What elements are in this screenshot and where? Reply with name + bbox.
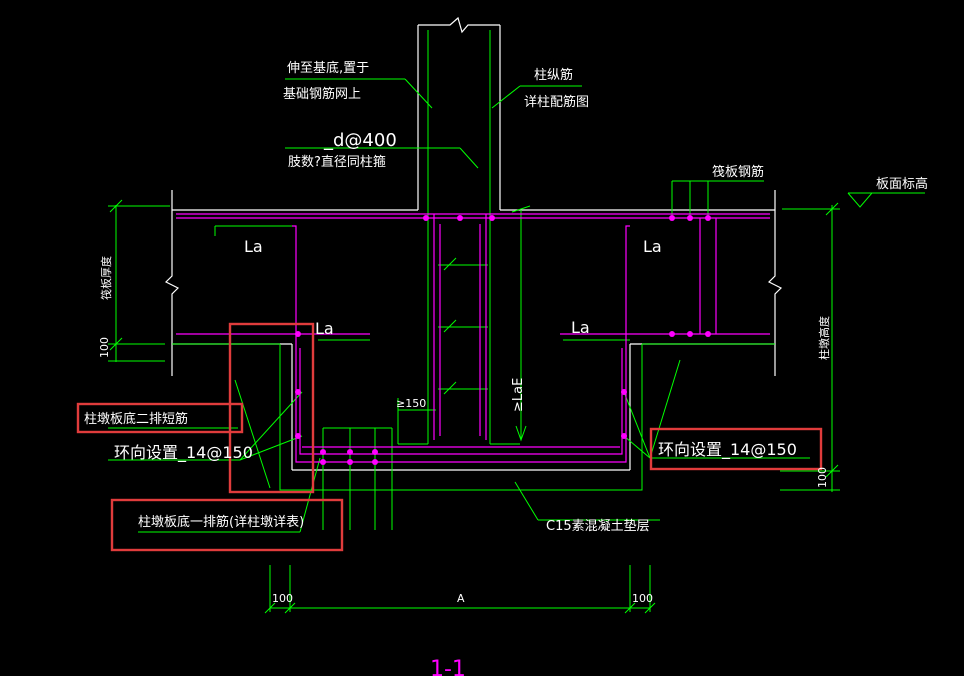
- label-pier-second-row: 柱墩板底二排短筋: [84, 411, 188, 427]
- highlight-ring-right: [649, 427, 823, 471]
- label-pier-first-row: 柱墩板底一排筋(详柱墩详表): [138, 514, 304, 530]
- label-stirrup-spacing: _d@400: [323, 130, 397, 151]
- label-ring-right: 环向设置_14@150: [658, 440, 797, 460]
- label-slab-top-level: 板面标高: [876, 176, 928, 192]
- label-raft-bar: 筏板钢筋: [712, 164, 764, 180]
- label-dim-b-a: A: [457, 592, 465, 605]
- label-la-3: La: [643, 237, 662, 256]
- label-ring-left: 环向设置_14@150: [114, 443, 253, 463]
- highlight-first-row: [110, 498, 344, 552]
- highlight-pier-edge: [228, 322, 315, 494]
- label-dim-100-left: 100: [98, 337, 111, 358]
- rebar-dots: [295, 215, 711, 465]
- section-title: 1-1: [430, 657, 466, 676]
- label-la-2: La: [315, 319, 334, 338]
- label-dim-150: ≥150: [396, 397, 426, 410]
- label-pier-height: 柱墩高度: [817, 316, 831, 360]
- label-la-1: La: [244, 237, 263, 256]
- label-stirrup-note: 肢数?直径同柱箍: [288, 154, 386, 170]
- label-col-long-bar: 柱纵筋: [534, 67, 573, 83]
- highlight-boxes: [76, 322, 823, 552]
- rebar: [176, 213, 770, 463]
- highlight-second-row: [76, 402, 244, 434]
- label-lae: ≥LaE: [511, 378, 526, 412]
- concrete-outline: [164, 16, 783, 471]
- label-la-4: La: [571, 318, 590, 337]
- label-anchor-note-1: 伸至基底,置于: [287, 60, 369, 76]
- label-dim-100-right: 100: [816, 467, 829, 488]
- label-dim-b-100-left: 100: [272, 592, 293, 605]
- leader-lines: [108, 30, 925, 614]
- label-bedding: C15素混凝土垫层: [546, 518, 650, 534]
- label-raft-thickness: 筏板厚度: [99, 256, 113, 300]
- label-anchor-note-2: 基础钢筋网上: [283, 86, 361, 102]
- label-col-long-bar-ref: 详柱配筋图: [524, 94, 589, 110]
- label-dim-b-100-right: 100: [632, 592, 653, 605]
